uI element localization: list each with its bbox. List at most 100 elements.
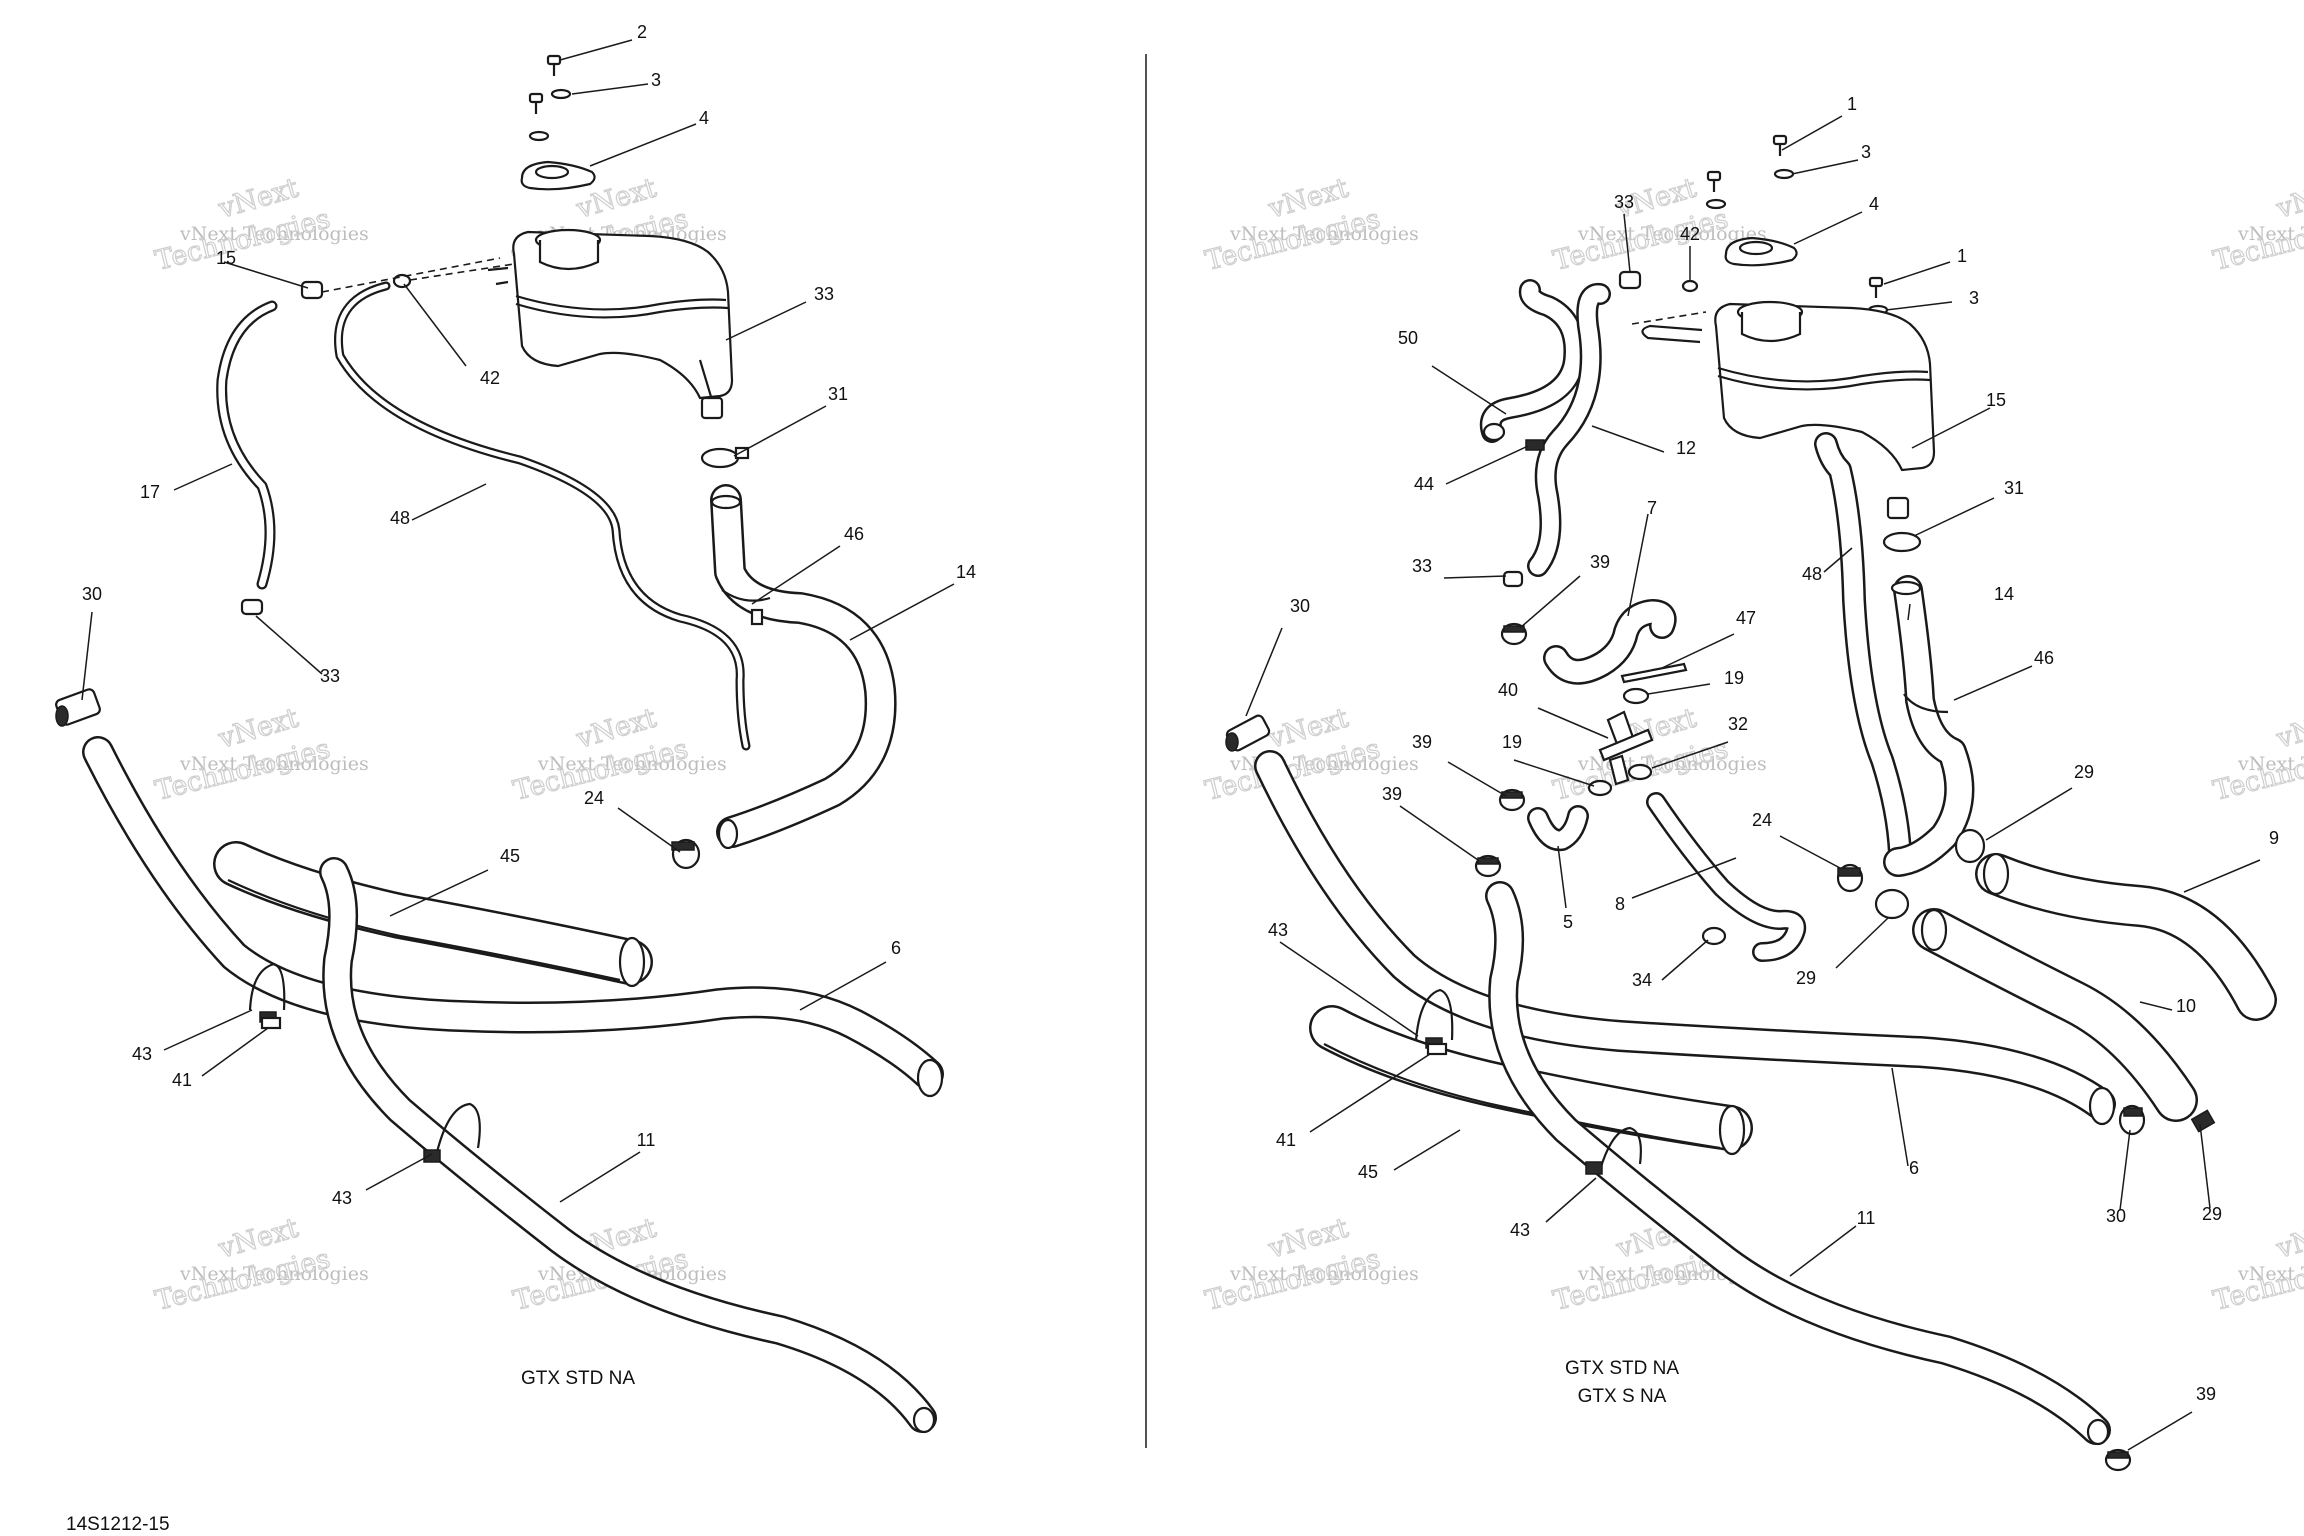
clamp-24[interactable] <box>671 838 701 870</box>
watermark-text: vNext Technologies <box>179 753 369 775</box>
right-callout-5: 5 <box>1563 912 1573 932</box>
clamp-30-right-top[interactable] <box>1225 714 1271 752</box>
clamp-31[interactable] <box>700 447 740 469</box>
washer-3b[interactable] <box>528 130 550 142</box>
right-callout-41: 41 <box>1276 1130 1296 1150</box>
coolant-reservoir-15[interactable] <box>487 228 734 420</box>
clamp-34[interactable] <box>1701 926 1727 946</box>
watermark-vnext: vNext <box>2272 703 2304 755</box>
bolt-1-top[interactable] <box>1772 134 1788 156</box>
clamp-43-lower[interactable] <box>423 1102 481 1163</box>
clamp-30[interactable] <box>55 688 101 727</box>
clamp-44[interactable] <box>1525 439 1545 451</box>
right-callout-50: 50 <box>1398 328 1418 348</box>
coolant-reservoir-15-right[interactable] <box>1641 300 1936 520</box>
washer-3-top[interactable] <box>1773 168 1795 180</box>
left-callout-41: 41 <box>172 1070 192 1090</box>
fitting-42-right[interactable] <box>1681 279 1699 293</box>
clamp-46[interactable] <box>721 589 771 626</box>
reservoir-cap-4[interactable] <box>520 160 596 191</box>
right-callout-39: 39 <box>2196 1384 2216 1404</box>
right-callout-45: 45 <box>1358 1162 1378 1182</box>
clamp-29-a[interactable] <box>1874 888 1910 920</box>
bolt-1b[interactable] <box>1706 170 1722 192</box>
right-callout-14: 14 <box>1994 584 2014 604</box>
right-callout-29: 29 <box>2074 762 2094 782</box>
right-callout-30: 30 <box>1290 596 1310 616</box>
clamp-33-top[interactable] <box>300 280 324 300</box>
right-callout-11: 11 <box>1857 1208 1876 1228</box>
left-callout-42: 42 <box>480 368 500 388</box>
right-callout-46: 46 <box>2034 648 2054 668</box>
strap-47[interactable] <box>1620 662 1688 684</box>
right-callout-3: 3 <box>1861 142 1871 162</box>
right-callout-48: 48 <box>1802 564 1822 584</box>
clamp-33-bottom[interactable] <box>240 598 264 616</box>
left-callout-4: 4 <box>699 108 709 128</box>
reservoir-cap-4-right[interactable] <box>1724 236 1798 267</box>
right-callout-1: 1 <box>1957 246 1967 266</box>
right-callout-29: 29 <box>1796 968 1816 988</box>
clamp-33-right-mid[interactable] <box>1502 570 1524 588</box>
left-callout-11: 11 <box>637 1130 656 1150</box>
fitting-42[interactable] <box>392 273 412 289</box>
clamp-29-c[interactable] <box>2190 1109 2216 1133</box>
watermark-vnext: vNext <box>2272 173 2304 225</box>
right-callout-43: 43 <box>1510 1220 1530 1240</box>
bolt-2b[interactable] <box>528 92 544 114</box>
right-callout-32: 32 <box>1728 714 1748 734</box>
left-callout-33: 33 <box>814 284 834 304</box>
right-panel <box>1225 134 2277 1472</box>
right-callout-9: 9 <box>2269 828 2279 848</box>
clamp-31-right[interactable] <box>1882 531 1922 553</box>
left-callout-33: 33 <box>320 666 340 686</box>
right-callout-7: 7 <box>1647 498 1657 518</box>
right-callout-30: 30 <box>2106 1206 2126 1226</box>
bolt-2[interactable] <box>546 54 562 76</box>
washer-3b-right[interactable] <box>1705 198 1727 210</box>
right-callout-4: 4 <box>1869 194 1879 214</box>
right-callout-33: 33 <box>1614 192 1634 212</box>
clamp-43-right-lower[interactable] <box>1585 1126 1642 1175</box>
clamp-39-d[interactable] <box>2104 1448 2132 1472</box>
clamp-39-b[interactable] <box>1498 788 1526 812</box>
right-callout-6: 6 <box>1909 1158 1919 1178</box>
clamp-46-right[interactable] <box>1903 693 1949 714</box>
clamp-19-a[interactable] <box>1622 687 1650 705</box>
clamp-39-c[interactable] <box>1474 854 1502 878</box>
clamp-41[interactable] <box>260 1016 282 1030</box>
right-callout-43: 43 <box>1268 920 1288 940</box>
right-callout-19: 19 <box>1724 668 1744 688</box>
clamp-41-right[interactable] <box>1426 1042 1448 1056</box>
clamp-39-a[interactable] <box>1500 622 1528 646</box>
right-callout-12: 12 <box>1676 438 1696 458</box>
right-callout-10: 10 <box>2176 996 2196 1016</box>
left-panel <box>55 54 944 1434</box>
left-callout-31: 31 <box>828 384 848 404</box>
bolt-1-right[interactable] <box>1868 276 1884 298</box>
clamp-30-right[interactable] <box>2118 1104 2146 1136</box>
clamp-33-right-top[interactable] <box>1618 270 1642 290</box>
watermark-text: vNext Technologies <box>179 223 369 245</box>
clamp-29-b[interactable] <box>1954 828 1986 864</box>
fitting-40[interactable] <box>1598 710 1654 786</box>
clamp-19-b[interactable] <box>1587 779 1613 797</box>
clamp-32[interactable] <box>1627 763 1653 781</box>
washer-3[interactable] <box>550 88 572 100</box>
watermark-text: vNext Technologies <box>537 753 727 775</box>
right-callout-39: 39 <box>1590 552 1610 572</box>
left-callout-43: 43 <box>332 1188 352 1208</box>
clamp-24-right[interactable] <box>1836 863 1864 893</box>
drawing-id: 14S1212-15 <box>66 1514 170 1535</box>
left-callout-46: 46 <box>844 524 864 544</box>
